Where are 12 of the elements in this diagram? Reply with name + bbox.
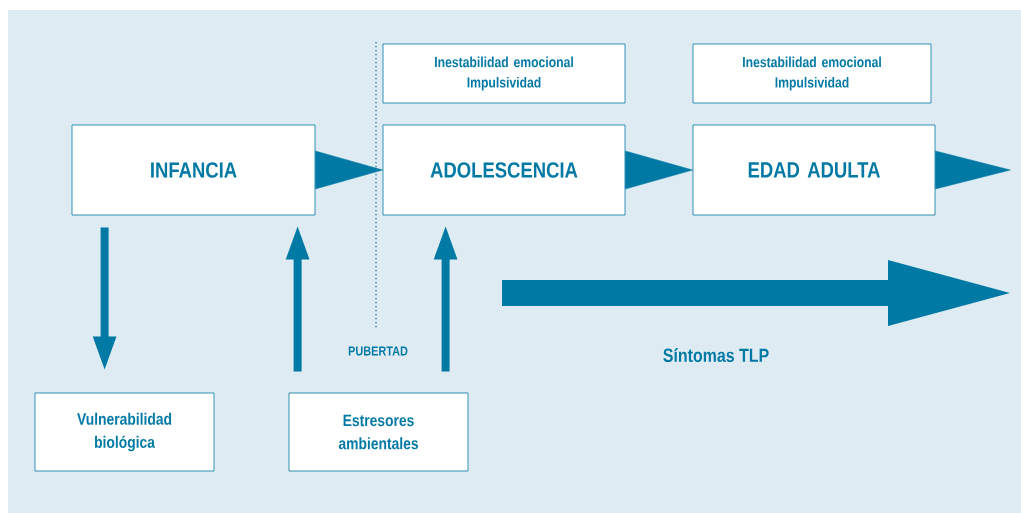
- stage-box: INFANCIA: [71, 124, 316, 216]
- stage-box: Vulnerabilidad biológica: [34, 392, 215, 472]
- stage-box: EDAD ADULTA: [692, 124, 936, 216]
- stage-box: Inestabilidad emocional Impulsividad: [692, 43, 932, 104]
- arrow: [315, 150, 383, 190]
- label-text: Síntomas TLP: [663, 347, 769, 363]
- arrow: [625, 150, 693, 190]
- label-text: PUBERTAD: [348, 346, 408, 356]
- arrow: [935, 150, 1011, 190]
- stage-box: Inestabilidad emocional Impulsividad: [382, 43, 626, 104]
- stage-box: ADOLESCENCIA: [382, 124, 626, 216]
- stage-box: Estresores ambientales: [288, 392, 469, 472]
